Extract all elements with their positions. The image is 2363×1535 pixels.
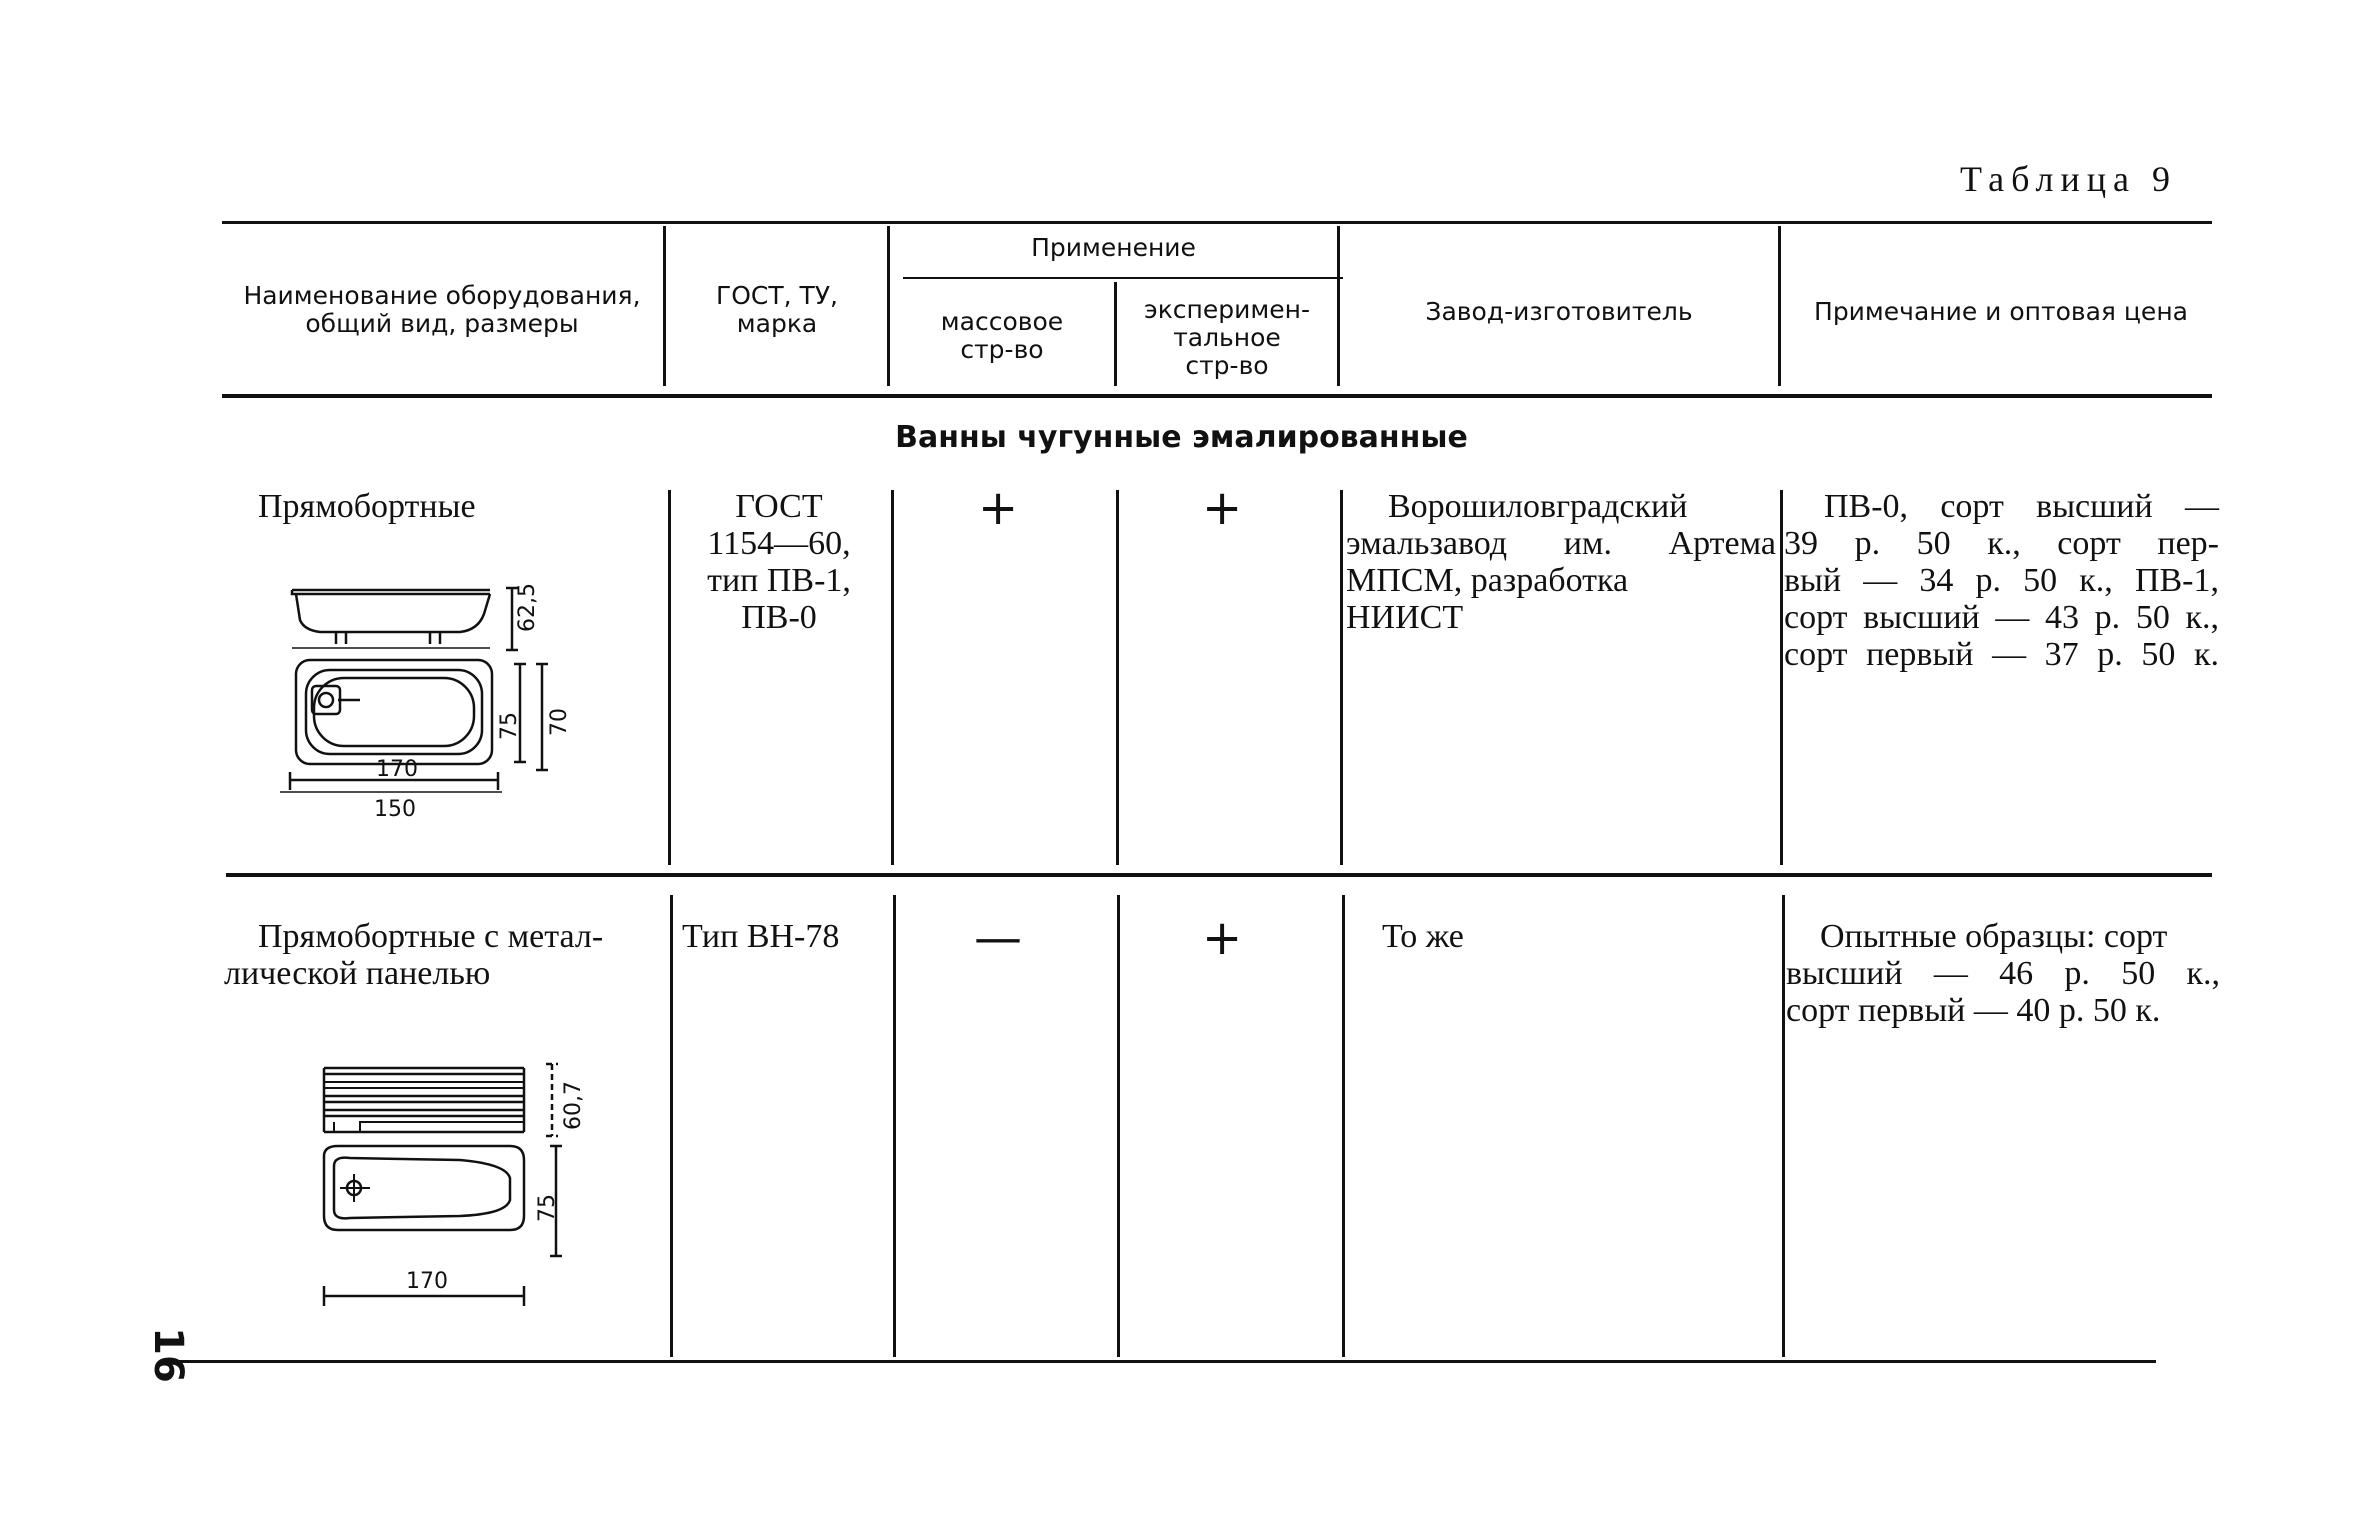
header-application: Применение <box>1031 233 1196 262</box>
row2-name: Прямобортные с метал- лической панелью <box>224 918 604 992</box>
table-bottom-rule <box>176 1360 2156 1363</box>
row2-vline-2 <box>893 895 896 1357</box>
row2-vline-5 <box>1782 895 1785 1357</box>
header-note: Примечание и оптовая цена <box>1814 297 2188 326</box>
header-vline-5 <box>1778 226 1781 386</box>
row2-factory: То же <box>1382 918 1464 955</box>
section-title: Ванны чугунные эмалированные <box>895 420 1468 455</box>
row1-dim-5: 150 <box>374 797 416 822</box>
row2-vline-4 <box>1342 895 1345 1357</box>
application-rule <box>903 277 1343 279</box>
row2-dim-3: 170 <box>406 1269 448 1294</box>
row2-vline-1 <box>670 895 673 1357</box>
header-vline-3 <box>1114 282 1117 386</box>
row1-vline-4 <box>1340 490 1343 865</box>
header-vline-4 <box>1337 226 1340 386</box>
row1-dim-4: 170 <box>376 757 418 782</box>
row2-gost: Тип ВН-78 <box>682 918 840 955</box>
row1-bathtub-drawing: 62,5 75 70 170 150 <box>280 583 572 822</box>
header-name: Наименование оборудования, общий вид, ра… <box>243 281 641 338</box>
row1-note: ПВ-0, сорт высший — 39 р. 50 к., сорт пе… <box>1784 488 2219 673</box>
row2-mass-mark: — <box>974 910 1022 966</box>
row1-factory: Ворошиловградский эмальзавод им. Артема … <box>1346 488 1776 636</box>
row1-mass-mark: + <box>978 480 1019 536</box>
header-factory: Завод-изготовитель <box>1425 297 1693 326</box>
row1-name: Прямобортные <box>258 488 476 525</box>
row1-dim-1: 62,5 <box>515 583 540 632</box>
header-top-rule <box>222 221 2212 224</box>
row1-gost: ГОСТ 1154—60, тип ПВ-1, ПВ-0 <box>707 488 851 636</box>
header-bottom-rule <box>222 394 2212 398</box>
row2-dim-1: 60,7 <box>561 1081 586 1130</box>
header-vline-2 <box>887 226 890 386</box>
row-separator-rule <box>226 873 2212 877</box>
row2-vline-3 <box>1117 895 1120 1357</box>
row1-vline-2 <box>891 490 894 865</box>
row2-bathtub-drawing: 60,7 75 170 <box>322 1062 586 1306</box>
row2-dim-2: 75 <box>535 1194 560 1222</box>
row1-dim-3: 70 <box>547 708 572 736</box>
row1-dim-2: 75 <box>497 712 522 740</box>
header-gost: ГОСТ, ТУ, марка <box>716 281 838 338</box>
row1-vline-1 <box>668 490 671 865</box>
page-number: 16 <box>144 1327 191 1383</box>
row1-vline-3 <box>1116 490 1119 865</box>
table-title: Таблица 9 <box>1960 159 2177 199</box>
header-experimental: эксперимен- тальное стр-во <box>1143 295 1310 380</box>
row2-experimental-mark: + <box>1202 910 1243 966</box>
header-vline-1 <box>663 226 666 386</box>
header-mass: массовое стр-во <box>940 307 1064 364</box>
row1-vline-5 <box>1780 490 1783 865</box>
row1-experimental-mark: + <box>1202 480 1243 536</box>
row2-note: Опытные образцы: сорт высший — 46 р. 50 … <box>1786 918 2220 1029</box>
